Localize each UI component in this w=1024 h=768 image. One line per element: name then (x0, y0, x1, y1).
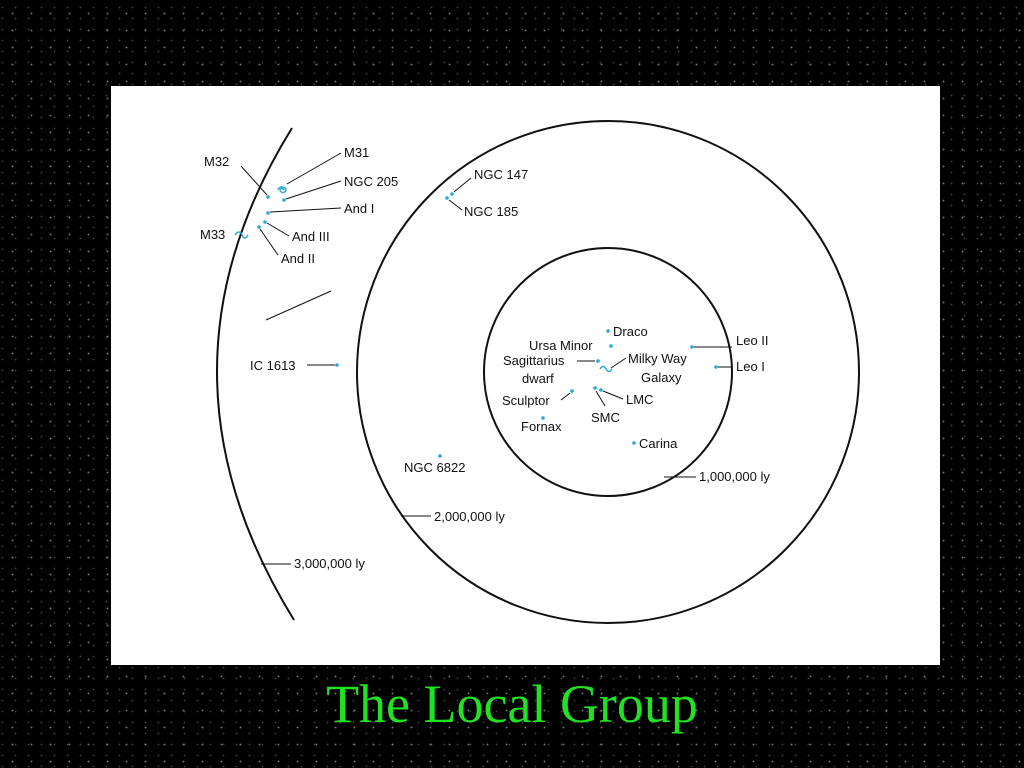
leader-sculptor (560, 392, 571, 401)
dot-carina (632, 441, 636, 445)
dot-and1 (266, 211, 270, 215)
ring-1mly-label: 1,000,000 ly (699, 469, 770, 484)
diagram-panel: 1,000,000 ly 2,000,000 ly 3,000,000 ly M… (111, 86, 940, 665)
label-carina: Carina (639, 436, 678, 451)
label-milky-way-line2: Galaxy (641, 370, 682, 385)
dot-ngc185 (445, 196, 449, 200)
label-leo1: Leo I (736, 359, 765, 374)
dot-leo2 (690, 345, 694, 349)
leader-milky-way (610, 357, 627, 369)
dot-smc (593, 386, 597, 390)
leader-and1 (269, 207, 342, 213)
slide-title: The Local Group (326, 674, 698, 734)
dot-ursa-minor (609, 344, 613, 348)
dot-ngc147 (450, 192, 454, 196)
dot-ngc6822 (438, 454, 442, 458)
dot-sagittarius (596, 359, 600, 363)
scale-break-mark (265, 290, 332, 321)
label-ngc205: NGC 205 (344, 174, 398, 189)
label-ngc185: NGC 185 (464, 204, 518, 219)
label-and3: And III (292, 229, 330, 244)
dot-m32 (266, 195, 270, 199)
dot-draco (606, 329, 610, 333)
label-ngc6822: NGC 6822 (404, 460, 465, 475)
label-m33: M33 (200, 227, 225, 242)
dot-lmc (599, 388, 603, 392)
label-smc: SMC (591, 410, 620, 425)
label-leo2: Leo II (736, 333, 769, 348)
dot-and2 (257, 225, 261, 229)
ring-2mly-label: 2,000,000 ly (434, 509, 505, 524)
ring-3mly-arc (216, 127, 295, 621)
dot-leo1 (714, 365, 718, 369)
leader-m31 (286, 152, 342, 185)
label-sagittarius-line1: Sagittarius (503, 353, 565, 368)
milky-way-spiral-icon (599, 365, 613, 373)
ring-1mly (483, 247, 733, 497)
label-sagittarius-line2: dwarf (522, 371, 554, 386)
leader-ngc185 (448, 199, 463, 211)
label-m31: M31 (344, 145, 369, 160)
leader-ngc205 (285, 180, 342, 200)
label-draco: Draco (613, 324, 648, 339)
leader-m32 (240, 165, 268, 196)
dot-and3 (263, 220, 267, 224)
dot-ngc205 (282, 198, 286, 202)
m31-spiral-icon (277, 186, 287, 194)
leader-and3 (266, 222, 290, 237)
label-milky-way-line1: Milky Way (628, 351, 687, 366)
label-m32: M32 (204, 154, 229, 169)
local-group-diagram: 1,000,000 ly 2,000,000 ly 3,000,000 ly M… (200, 120, 860, 624)
leader-ngc147 (453, 177, 472, 193)
leader-and2 (259, 228, 279, 256)
label-ic1613: IC 1613 (250, 358, 296, 373)
label-ngc147: NGC 147 (474, 167, 528, 182)
label-lmc: LMC (626, 392, 653, 407)
m33-spiral-icon (234, 231, 249, 239)
dot-ic1613 (335, 363, 339, 367)
label-sculptor: Sculptor (502, 393, 550, 408)
label-and1: And I (344, 201, 374, 216)
label-and2: And II (281, 251, 315, 266)
leader-smc (595, 390, 606, 407)
label-fornax: Fornax (521, 419, 562, 434)
label-ursa-minor: Ursa Minor (529, 338, 593, 353)
ring-3mly-label: 3,000,000 ly (294, 556, 365, 571)
leader-lmc (602, 390, 624, 400)
ring-2mly (356, 120, 860, 624)
dot-sculptor (570, 389, 574, 393)
dot-fornax (541, 416, 545, 420)
